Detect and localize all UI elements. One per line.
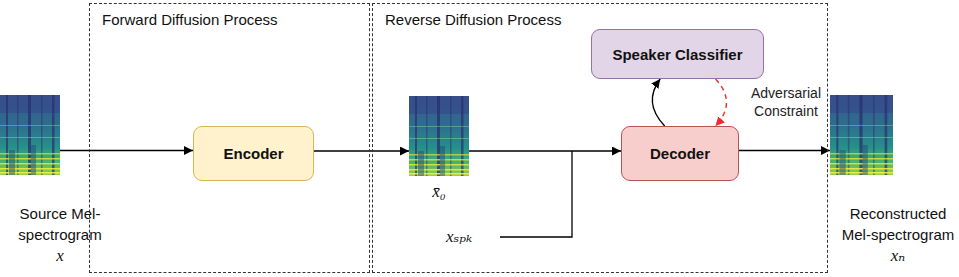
- box-label: Speaker Classifier: [612, 46, 742, 63]
- caption-text: Reconstructed Mel-spectrogram: [833, 203, 959, 245]
- flow-arrow: [652, 79, 664, 126]
- caption-group: Source Mel-spectrogramx: [0, 203, 120, 266]
- spectrogram-image: [830, 95, 893, 175]
- decoder-box: Decoder: [621, 126, 739, 181]
- edge-label: Adversarial Constraint: [746, 84, 826, 120]
- input-symbol: xₛₚₖ: [446, 226, 472, 247]
- classifier-box: Speaker Classifier: [591, 29, 764, 79]
- mel-spectrogram: x̄₀: [409, 96, 469, 176]
- process-region: Reverse Diffusion Process x̄₀ Speaker Clas…: [372, 3, 828, 273]
- caption-group: x̄₀: [394, 181, 484, 202]
- box-label: Encoder: [223, 145, 283, 162]
- caption-group: Reconstructed Mel-spectrogramxₙ: [833, 203, 959, 266]
- flow-arrow: [715, 79, 726, 126]
- box-label: Decoder: [650, 145, 710, 162]
- mel-spectrogram: Source Mel-spectrogramx: [0, 95, 60, 175]
- flow-arrow: [60, 150, 193, 151]
- spectrogram-image: [0, 95, 60, 175]
- flow-arrow: [314, 150, 409, 151]
- math-symbol: x: [0, 245, 120, 266]
- flow-arrow: [469, 150, 621, 151]
- process-region: Forward Diffusion ProcessEncoder: [89, 3, 370, 273]
- region-title: Reverse Diffusion Process: [373, 4, 827, 28]
- encoder-box: Encoder: [193, 126, 314, 181]
- mel-spectrogram: Reconstructed Mel-spectrogramxₙ: [830, 95, 893, 175]
- math-symbol: xₙ: [833, 245, 959, 266]
- flow-arrow: [739, 150, 830, 151]
- speaker-input-wire: [500, 151, 572, 237]
- math-symbol: x̄₀: [394, 181, 484, 202]
- spectrogram-image: [409, 96, 469, 176]
- caption-text: Source Mel-spectrogram: [0, 203, 120, 245]
- region-title: Forward Diffusion Process: [90, 4, 369, 28]
